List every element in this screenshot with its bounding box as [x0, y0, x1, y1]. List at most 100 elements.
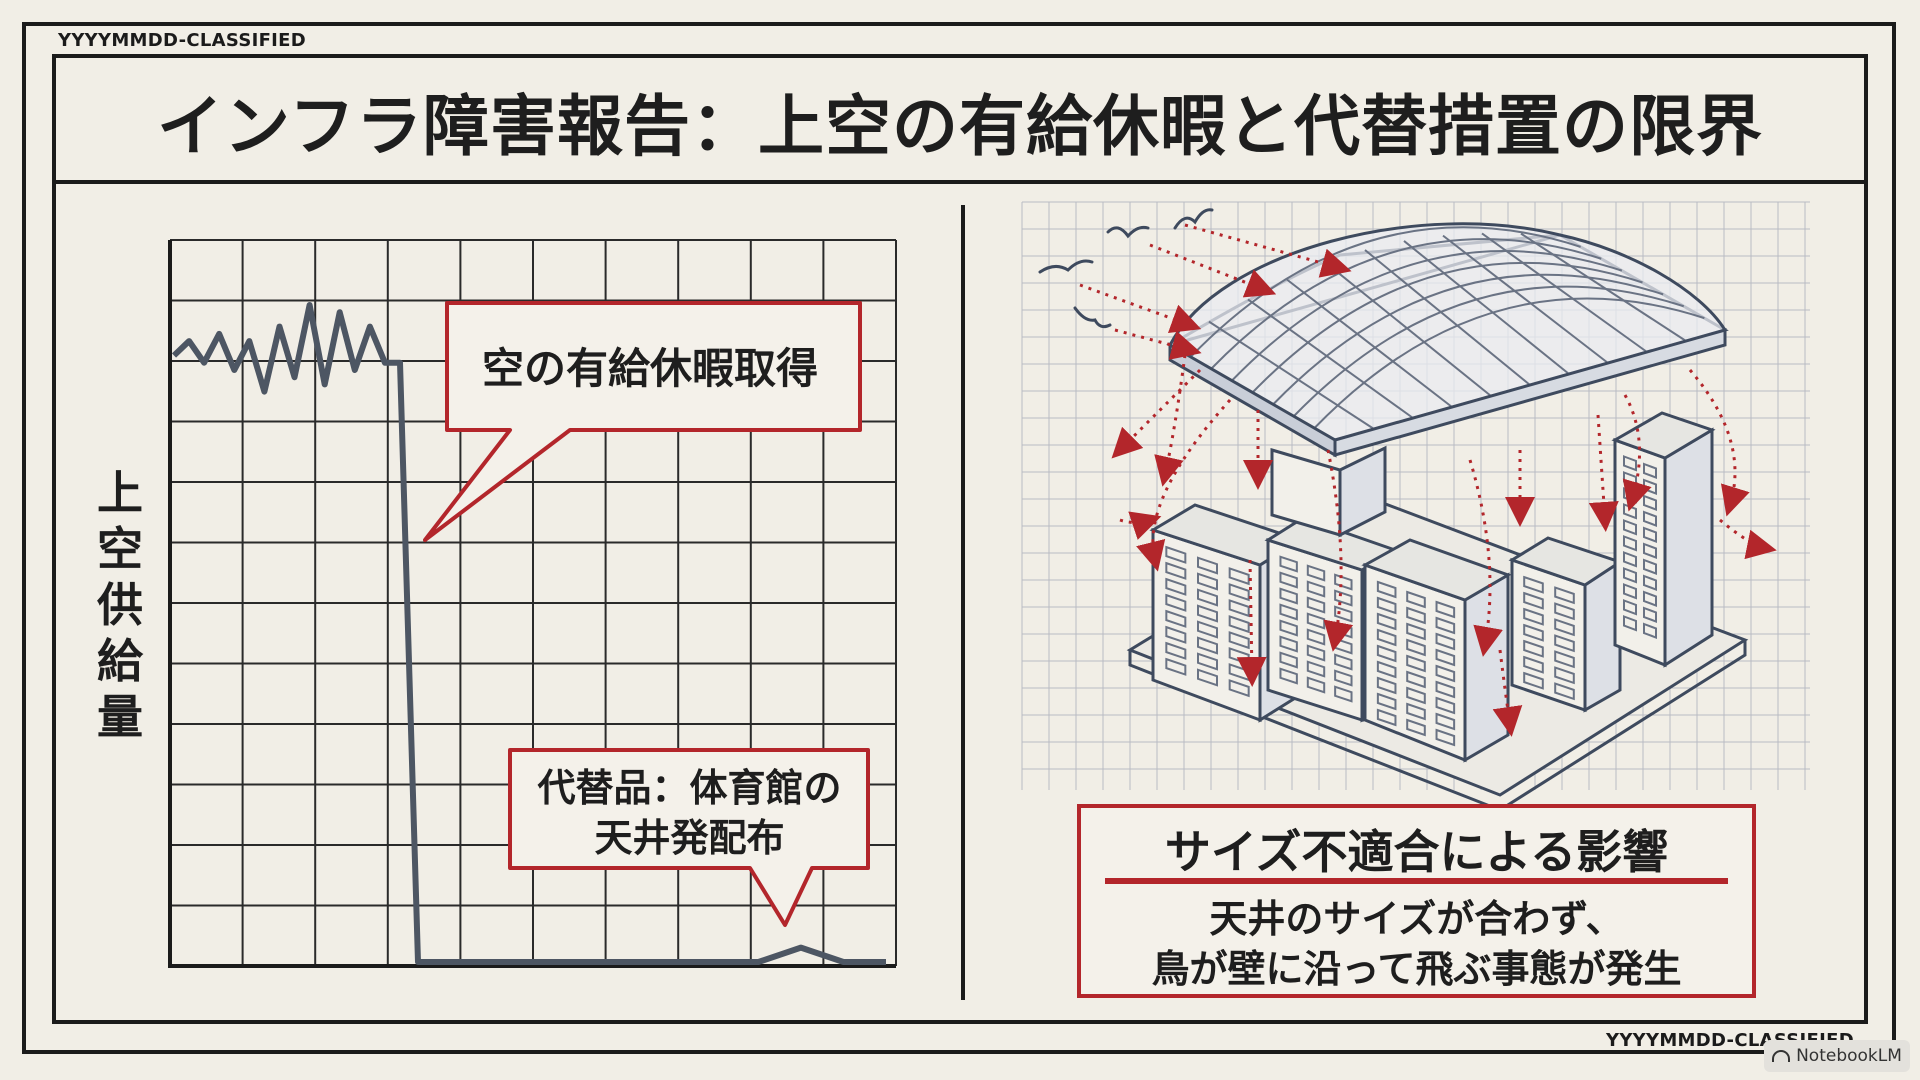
window [1279, 635, 1298, 653]
window [1279, 555, 1298, 573]
window [1306, 660, 1326, 678]
dome-rib [1208, 320, 1375, 430]
window [1523, 655, 1544, 674]
window [1376, 692, 1397, 711]
window [1165, 625, 1187, 644]
window [1306, 644, 1326, 662]
window [1376, 628, 1397, 647]
window [1165, 641, 1187, 660]
window [1306, 564, 1326, 582]
callout-event-text: 空の有給休暇取得 [481, 343, 818, 393]
arrow-icon [1149, 243, 1277, 298]
gymnasium-ceiling-dome [1166, 222, 1729, 458]
dome-rib [1442, 234, 1609, 364]
badge-label: NotebookLM [1796, 1046, 1902, 1066]
notebooklm-icon [1772, 1050, 1791, 1062]
window [1334, 685, 1353, 703]
window [1165, 577, 1187, 596]
window [1643, 622, 1657, 639]
window [1406, 702, 1426, 721]
arrow-icon [1236, 559, 1267, 687]
dome-rib [1481, 232, 1648, 353]
supply-series-line [171, 302, 886, 965]
window [1334, 669, 1353, 687]
window [1165, 561, 1187, 580]
arrow-icon [1588, 414, 1619, 532]
window [1623, 599, 1637, 616]
window [1623, 551, 1637, 568]
outer-frame [22, 22, 1896, 1054]
window [1523, 607, 1544, 626]
window [1643, 510, 1657, 527]
window [1523, 671, 1544, 690]
building-back [1270, 445, 1387, 538]
impact-body-line: 鳥が壁に沿って飛ぶ事態が発生 [1151, 947, 1682, 991]
dome-rib [1189, 226, 1581, 358]
window [1435, 616, 1456, 635]
impact-body: 天井のサイズが合わず、 鳥が壁に沿って飛ぶ事態が発生 [1081, 894, 1752, 994]
window [1165, 545, 1187, 564]
window [1376, 708, 1397, 727]
window [1623, 535, 1637, 552]
window [1643, 606, 1657, 623]
y-axis-char: 量 [97, 690, 143, 744]
building-center [1361, 538, 1512, 763]
window [1197, 572, 1218, 591]
window [1643, 542, 1657, 559]
bird-icon [1038, 259, 1094, 274]
dome-rib [1231, 250, 1623, 382]
window [1279, 571, 1298, 589]
bird-icons [1038, 208, 1214, 329]
inner-frame [52, 54, 1868, 1024]
dome-rib [1325, 262, 1492, 397]
flight-path-arrows [1079, 223, 1777, 737]
y-axis-char: 供 [97, 578, 143, 632]
callout-event-bubble [423, 301, 862, 542]
window [1643, 462, 1657, 479]
window [1406, 590, 1426, 609]
bird-icon [1073, 306, 1112, 329]
window [1523, 591, 1544, 610]
window [1643, 526, 1657, 543]
window [1554, 634, 1575, 653]
dome-rib [1286, 278, 1453, 408]
arrow-icon [1719, 518, 1777, 560]
window [1376, 580, 1397, 599]
window [1623, 567, 1637, 584]
window [1197, 604, 1218, 623]
y-axis-char: 給 [97, 634, 143, 688]
arrow-icon [1136, 398, 1232, 572]
window [1554, 602, 1575, 621]
window [1554, 650, 1575, 669]
notebooklm-badge: NotebookLM [1764, 1040, 1910, 1072]
panel-divider [961, 205, 965, 1000]
window [1228, 599, 1250, 618]
window [1228, 567, 1250, 586]
window [1197, 556, 1218, 575]
callout-substitute-text: 代替品：体育館の 天井発配布 [512, 758, 867, 868]
window [1165, 657, 1187, 676]
window [1228, 583, 1250, 602]
dome-rib [1247, 298, 1414, 419]
window [1376, 612, 1397, 631]
window [1406, 654, 1426, 673]
window [1406, 686, 1426, 705]
dome-rib [1364, 249, 1531, 386]
window [1623, 519, 1637, 536]
classified-stamp-top: YYYYMMDD-CLASSIFIED [58, 30, 307, 51]
window [1435, 664, 1456, 683]
window [1197, 636, 1218, 655]
callout-substitute-bubble [508, 748, 870, 927]
y-axis-label: 上 空 供 給 量 [90, 465, 150, 745]
window [1334, 653, 1353, 671]
window [1554, 682, 1575, 701]
window [1623, 583, 1637, 600]
window [1197, 668, 1218, 687]
window [1376, 660, 1397, 679]
window [1279, 587, 1298, 605]
window [1279, 651, 1298, 669]
dome-rib [1403, 240, 1570, 375]
window [1406, 670, 1426, 689]
window [1435, 600, 1456, 619]
